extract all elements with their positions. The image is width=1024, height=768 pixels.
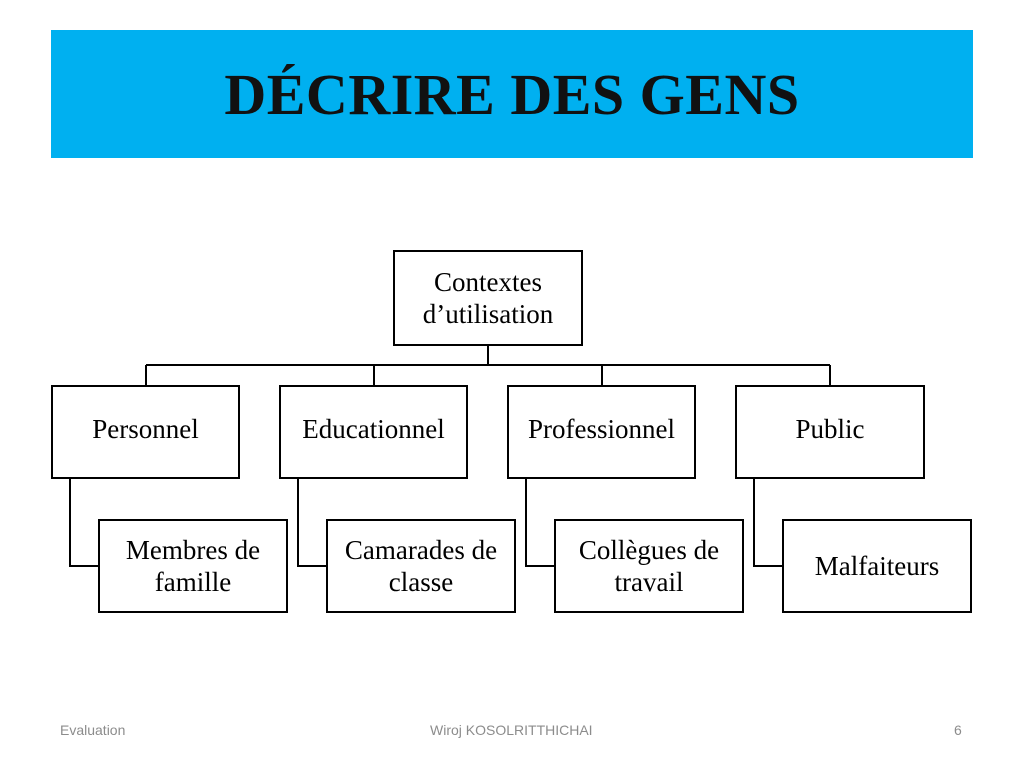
child-line-2: famille [154, 567, 232, 597]
child-line-2: travail [614, 567, 684, 597]
footer-center: Wiroj KOSOLRITTHICHAI [430, 722, 593, 738]
category-label: Educationnel [302, 414, 445, 444]
root-line-1: Contextes [434, 267, 542, 297]
category-label: Personnel [92, 414, 199, 444]
child-line-1: Collègues de [578, 535, 720, 565]
child-line-2: classe [388, 567, 454, 597]
page-number: 6 [954, 722, 962, 738]
category-label: Professionnel [528, 414, 675, 444]
child-line-1: Camarades de [344, 535, 498, 565]
elbow-line-personnel [69, 479, 98, 567]
child-box-camarades-de-classe: Camarades de classe [326, 519, 516, 613]
category-box-personnel: Personnel [51, 385, 240, 479]
elbow-line-public [753, 479, 782, 567]
category-box-public: Public [735, 385, 925, 479]
root-line-2: d’utilisation [422, 299, 554, 329]
child-box-membres-de-famille: Membres de famille [98, 519, 288, 613]
slide-title: DÉCRIRE DES GENS [224, 61, 800, 127]
category-label: Public [795, 414, 865, 444]
title-bar: DÉCRIRE DES GENS [51, 30, 973, 158]
child-box-collegues-de-travail: Collègues de travail [554, 519, 744, 613]
child-box-malfaiteurs: Malfaiteurs [782, 519, 972, 613]
elbow-line-educationnel [297, 479, 326, 567]
footer-left: Evaluation [60, 722, 126, 738]
root-box: Contextes d’utilisation [393, 250, 583, 346]
category-box-professionnel: Professionnel [507, 385, 696, 479]
elbow-line-professionnel [525, 479, 554, 567]
child-line-1: Malfaiteurs [814, 551, 940, 581]
category-box-educationnel: Educationnel [279, 385, 468, 479]
child-line-1: Membres de [125, 535, 261, 565]
